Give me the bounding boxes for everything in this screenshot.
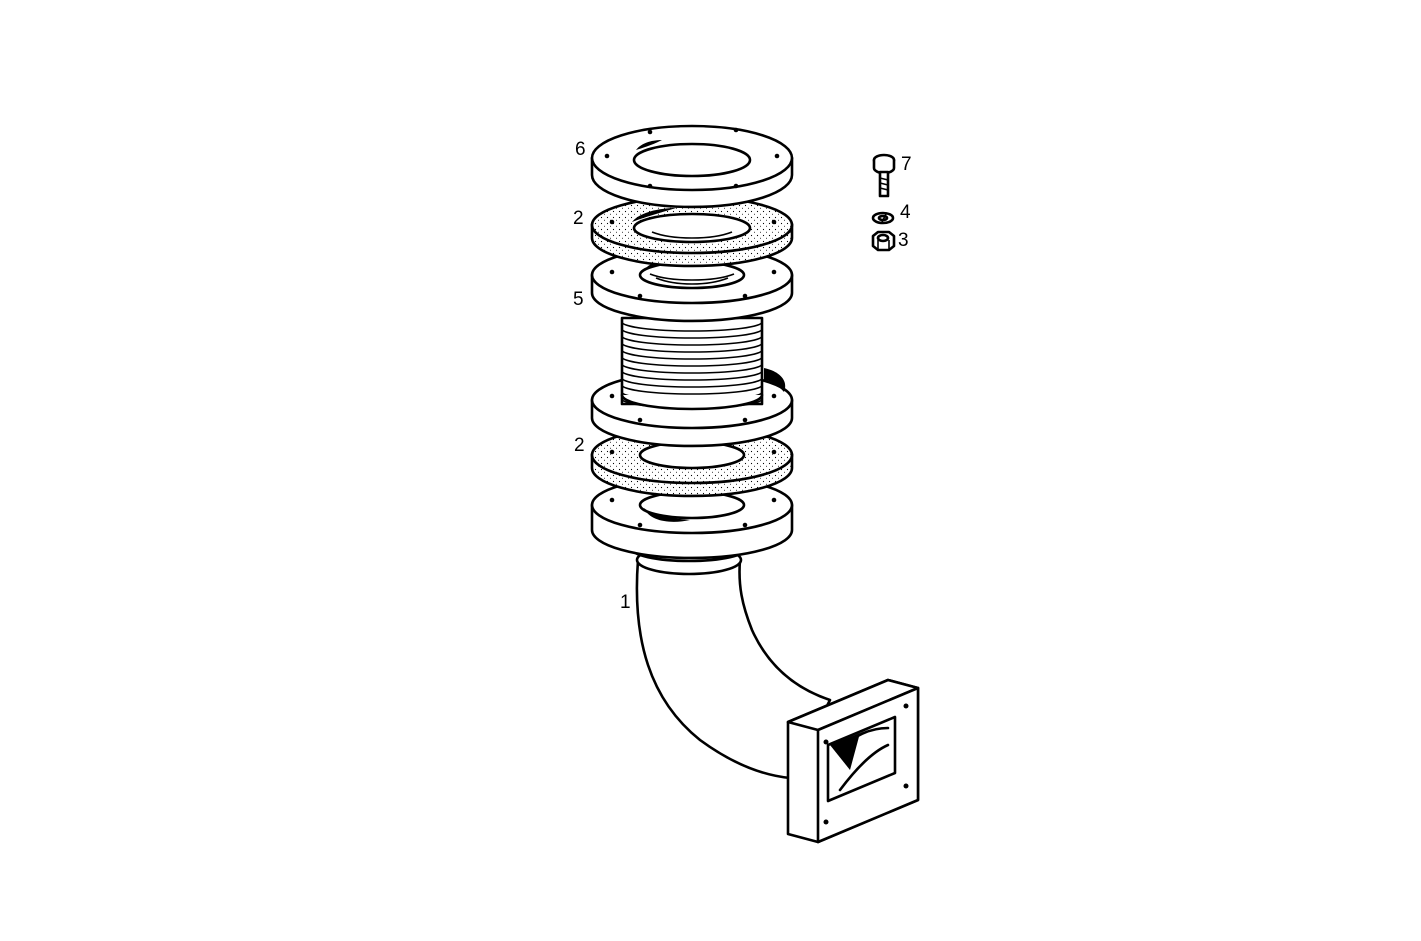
callout-2-lower: 2 <box>574 435 585 456</box>
callout-5: 5 <box>573 289 584 310</box>
bellows-icon <box>590 316 794 448</box>
bellows-rib <box>621 328 763 339</box>
lock-washer-icon <box>871 211 895 225</box>
gasket-icon <box>590 195 794 268</box>
callout-1: 1 <box>620 592 631 613</box>
bellows-rib <box>621 356 763 367</box>
nut-icon <box>871 230 896 252</box>
callout-6: 6 <box>575 139 586 160</box>
bellows-rib <box>621 377 763 388</box>
bellows-rib <box>621 370 763 381</box>
bellows-rib <box>621 363 763 374</box>
bellows-rib <box>621 335 763 346</box>
bolt-icon <box>872 153 896 198</box>
bellows-rib <box>621 384 763 395</box>
callout-4: 4 <box>900 202 911 223</box>
bellows-rib <box>621 349 763 360</box>
callout-2-upper: 2 <box>573 208 584 229</box>
top-flange-icon <box>590 124 794 209</box>
callout-7: 7 <box>901 154 912 175</box>
callout-3: 3 <box>898 230 909 251</box>
bellows-rib <box>621 321 763 332</box>
rectangular-flange-icon <box>786 678 920 844</box>
bellows-rib <box>621 342 763 353</box>
elbow-pipe-icon <box>629 533 920 844</box>
